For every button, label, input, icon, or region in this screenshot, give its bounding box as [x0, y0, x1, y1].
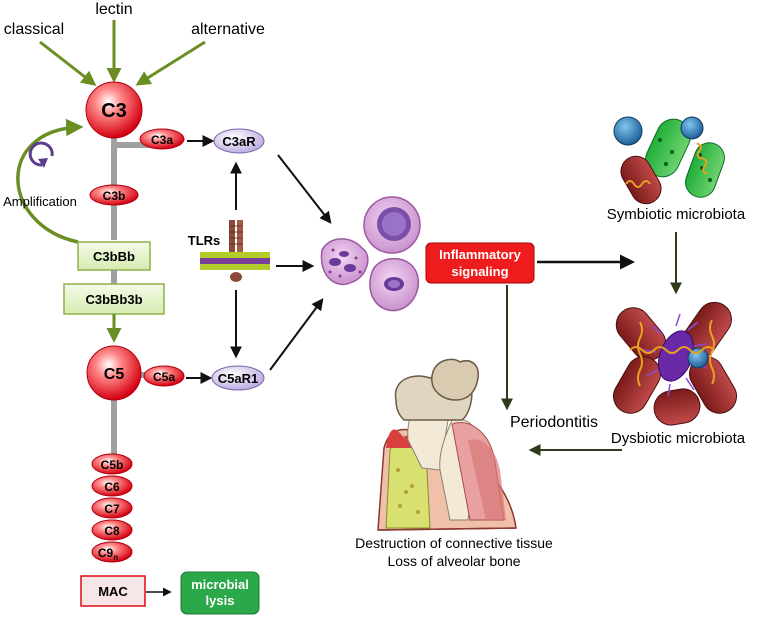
periodontitis-label: Periodontitis	[510, 414, 598, 431]
c5b-node	[91, 453, 133, 475]
alternative-arrow	[135, 40, 206, 86]
lectin-label: lectin	[95, 1, 132, 18]
amplification-label: Amplification	[3, 194, 77, 209]
c3-node	[85, 81, 143, 139]
periodontitis-tooth-image	[377, 358, 517, 531]
mac-box-outline	[80, 575, 146, 607]
inflammatory-label-line2: signaling	[451, 264, 508, 279]
c5ar1-label: C5aR1	[218, 371, 258, 386]
c3a-label: C3a	[151, 133, 173, 147]
cycle-icon-head	[38, 158, 48, 168]
c3-label: C3	[101, 100, 127, 122]
classical-arrow	[39, 40, 97, 86]
inflammatory-label-line1: Inflammatory	[439, 247, 521, 262]
c7-label: C7	[104, 502, 120, 516]
c3b-label: C3b	[103, 189, 126, 203]
c9-node	[91, 541, 133, 563]
c3ar-node	[213, 128, 265, 154]
lysis-box	[180, 571, 260, 615]
destruction-label: Destruction of connective tissue	[355, 535, 553, 551]
c5ar1-to-cells-arrow	[269, 298, 324, 371]
tlrs-label: TLRs	[188, 233, 221, 248]
mac-label: MAC	[98, 584, 128, 599]
symbiotic-label: Symbiotic microbiota	[607, 206, 746, 223]
dysbiotic-microbiota-image	[613, 301, 737, 426]
c5-label: C5	[104, 366, 125, 383]
dysbiotic-label: Dysbiotic microbiota	[611, 430, 746, 447]
bone-loss-label: Loss of alveolar bone	[387, 553, 520, 569]
immune-cells	[320, 196, 421, 312]
amplification-loop-arrow	[16, 118, 84, 244]
c6-node	[91, 475, 133, 497]
symbiotic-microbiota-image	[613, 116, 725, 205]
c5a-label: C5a	[153, 370, 175, 384]
c8-node	[91, 519, 133, 541]
c5a-node	[143, 365, 185, 387]
c5b-label: C5b	[101, 458, 124, 472]
cycle-icon	[28, 141, 54, 167]
c8-label: C8	[104, 524, 120, 538]
c3ar-to-cells-arrow	[277, 154, 332, 224]
alternative-label: alternative	[191, 21, 265, 38]
c7-node	[91, 497, 133, 519]
lysis-label-line2: lysis	[206, 593, 235, 608]
c6-label: C6	[104, 480, 120, 494]
classical-label: classical	[4, 21, 64, 38]
c5-node	[86, 345, 142, 401]
c3b-node	[89, 184, 139, 206]
c3bbb3b-label: C3bBb3b	[85, 292, 142, 307]
tlr-receptor	[200, 220, 270, 282]
c3bbb-label: C3bBb	[93, 249, 135, 264]
c3ar-label: C3aR	[222, 134, 256, 149]
c3a-node	[139, 128, 185, 150]
c5ar1-node	[211, 365, 265, 391]
lysis-label-line1: microbial	[191, 577, 249, 592]
inflammatory-signaling-box	[425, 242, 535, 284]
c9-label: C9n	[98, 546, 118, 562]
